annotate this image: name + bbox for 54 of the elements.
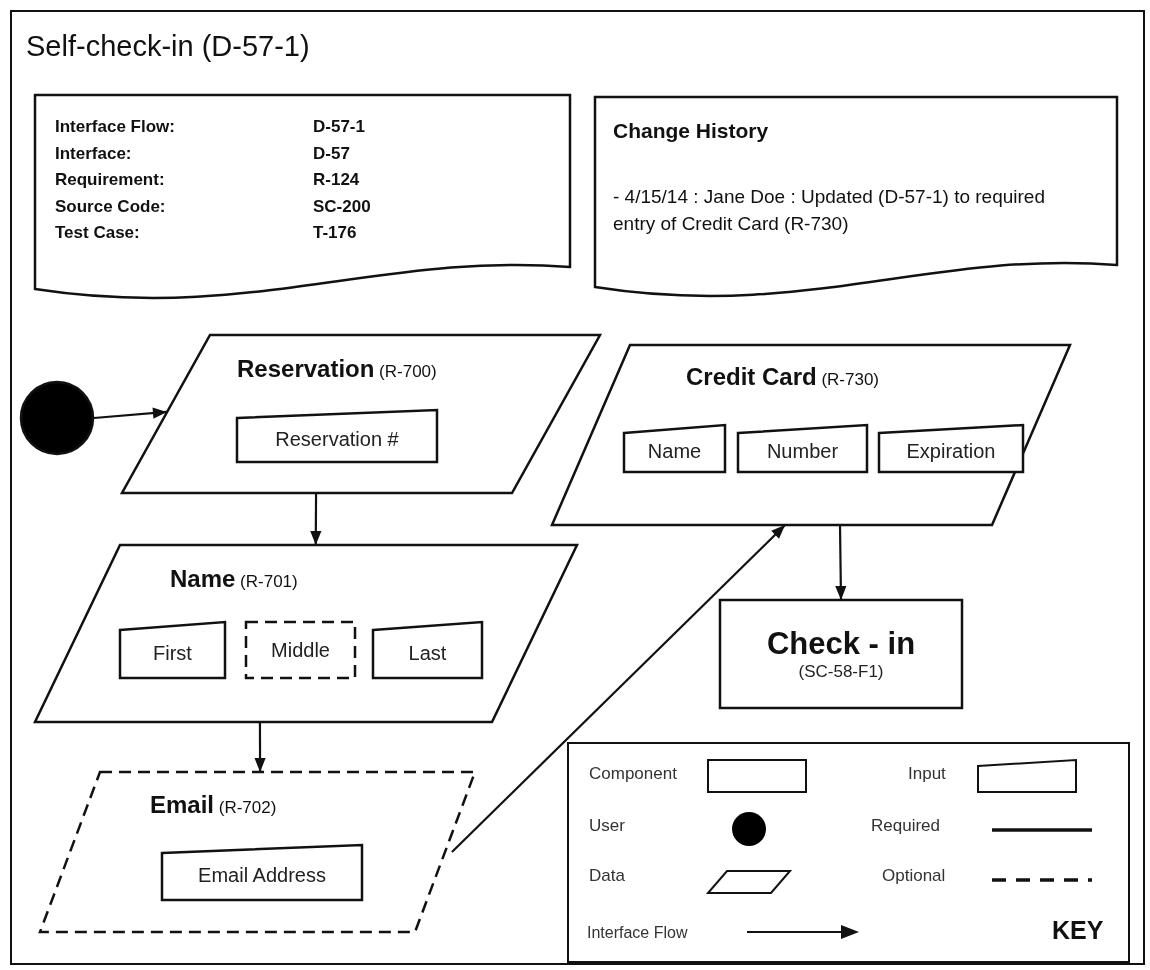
legend-label: Input bbox=[908, 764, 946, 784]
field-label: Reservation # bbox=[275, 427, 399, 451]
field-label: Last bbox=[408, 641, 447, 665]
legend-label: User bbox=[589, 816, 625, 836]
input-field bbox=[373, 622, 482, 678]
field-label: Source Code: bbox=[55, 196, 166, 217]
data-parallelogram bbox=[552, 345, 1070, 525]
field-label: Middle bbox=[271, 638, 330, 662]
field-label: Interface Flow: bbox=[55, 117, 175, 137]
input-field bbox=[624, 425, 725, 472]
heading-text: Change History bbox=[613, 119, 769, 143]
field-value: SC-200 bbox=[313, 196, 371, 217]
user-circle bbox=[20, 381, 94, 455]
legend-label: Required bbox=[871, 816, 940, 836]
field-label: Requirement: bbox=[55, 170, 165, 190]
heading-text: Reservation (R-700) bbox=[237, 355, 437, 383]
key-heading: KEY bbox=[1052, 916, 1104, 945]
field-value: R-124 bbox=[313, 170, 360, 190]
field-value: D-57 bbox=[313, 143, 350, 164]
field-label: Expiration bbox=[906, 440, 996, 463]
change-note: - 4/15/14 : Jane Doe : Updated (D-57-1) to required entry of Credit Card (R-730) bbox=[613, 185, 1046, 236]
field-label: Test Case: bbox=[55, 223, 140, 243]
heading-text: Credit Card (R-730) bbox=[686, 363, 880, 391]
component-box bbox=[246, 622, 355, 678]
legend-label: Interface Flow bbox=[587, 924, 688, 942]
heading-text: Name (R-701) bbox=[170, 565, 298, 593]
data-parallelogram bbox=[35, 545, 577, 722]
arrow bbox=[310, 493, 322, 545]
data-parallelogram bbox=[122, 335, 600, 493]
arrow bbox=[835, 525, 847, 600]
field-value: T-176 bbox=[313, 223, 357, 243]
arrow bbox=[451, 524, 786, 853]
component-box bbox=[720, 600, 962, 708]
diagram-title: Self-check-in (D-57-1) bbox=[26, 30, 310, 63]
input-field bbox=[879, 425, 1023, 472]
input-field bbox=[738, 425, 867, 472]
field-label: Number bbox=[766, 440, 839, 463]
field-label: Name bbox=[647, 440, 702, 463]
legend-label: Optional bbox=[882, 866, 946, 886]
legend-label: Component bbox=[589, 764, 677, 784]
field-value: D-57-1 bbox=[313, 117, 365, 137]
input-field bbox=[237, 410, 437, 462]
heading-text: Email (R-702) bbox=[150, 791, 277, 819]
field-label: First bbox=[153, 641, 192, 665]
field-label: Interface: bbox=[55, 143, 132, 164]
legend-label: Data bbox=[589, 866, 625, 886]
field-label: Email Address bbox=[198, 864, 326, 887]
input-field bbox=[162, 845, 362, 900]
arrow bbox=[254, 722, 266, 772]
input-field bbox=[120, 622, 225, 678]
code-ref: (SC-58-F1) bbox=[798, 662, 884, 682]
arrow bbox=[93, 407, 168, 420]
heading-text: Check - in bbox=[766, 626, 916, 662]
data-parallelogram bbox=[40, 772, 475, 932]
